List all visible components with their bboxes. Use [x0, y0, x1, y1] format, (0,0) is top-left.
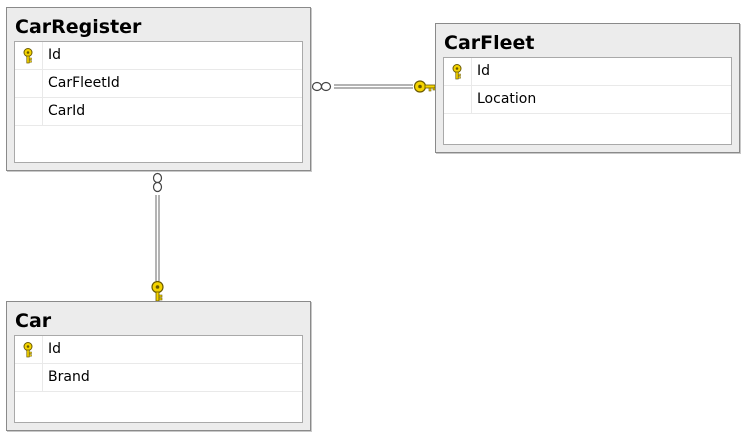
column-name: Location: [477, 91, 537, 107]
column-row[interactable]: CarId: [15, 98, 302, 126]
table-title: CarFleet: [444, 32, 535, 54]
key-icon: [452, 64, 462, 80]
column-list: Id Location: [443, 57, 732, 145]
key-icon: [23, 48, 33, 64]
column-name: CarFleetId: [48, 75, 120, 91]
infinity-icon: [152, 172, 163, 193]
relationship-carregister-carfleet[interactable]: [311, 80, 436, 93]
column-row[interactable]: Location: [444, 86, 731, 114]
table-car[interactable]: Car Id Brand: [6, 301, 311, 431]
table-title: Car: [15, 310, 52, 332]
column-name: Brand: [48, 369, 90, 385]
relationship-carregister-car[interactable]: [151, 172, 164, 302]
key-icon: [23, 342, 33, 358]
column-name: Id: [477, 63, 491, 79]
key-cell: [15, 42, 43, 69]
key-cell: [15, 70, 43, 97]
column-row[interactable]: Id: [15, 336, 302, 364]
key-icon: [151, 280, 164, 302]
key-cell: [15, 364, 43, 391]
column-name: Id: [48, 47, 62, 63]
key-cell: [15, 336, 43, 363]
column-list: Id CarFleetId CarId: [14, 41, 303, 163]
key-cell: [444, 86, 472, 113]
column-list: Id Brand: [14, 335, 303, 423]
column-name: Id: [48, 341, 62, 357]
key-cell: [444, 58, 472, 85]
table-carregister[interactable]: CarRegister Id CarFleetId CarId: [6, 7, 311, 171]
column-row[interactable]: CarFleetId: [15, 70, 302, 98]
key-icon: [413, 80, 436, 93]
table-title: CarRegister: [15, 16, 142, 38]
column-row[interactable]: Brand: [15, 364, 302, 392]
column-row[interactable]: Id: [444, 58, 731, 86]
table-carfleet[interactable]: CarFleet Id Location: [435, 23, 740, 153]
infinity-icon: [311, 81, 332, 92]
key-cell: [15, 98, 43, 125]
column-name: CarId: [48, 103, 86, 119]
column-row[interactable]: Id: [15, 42, 302, 70]
